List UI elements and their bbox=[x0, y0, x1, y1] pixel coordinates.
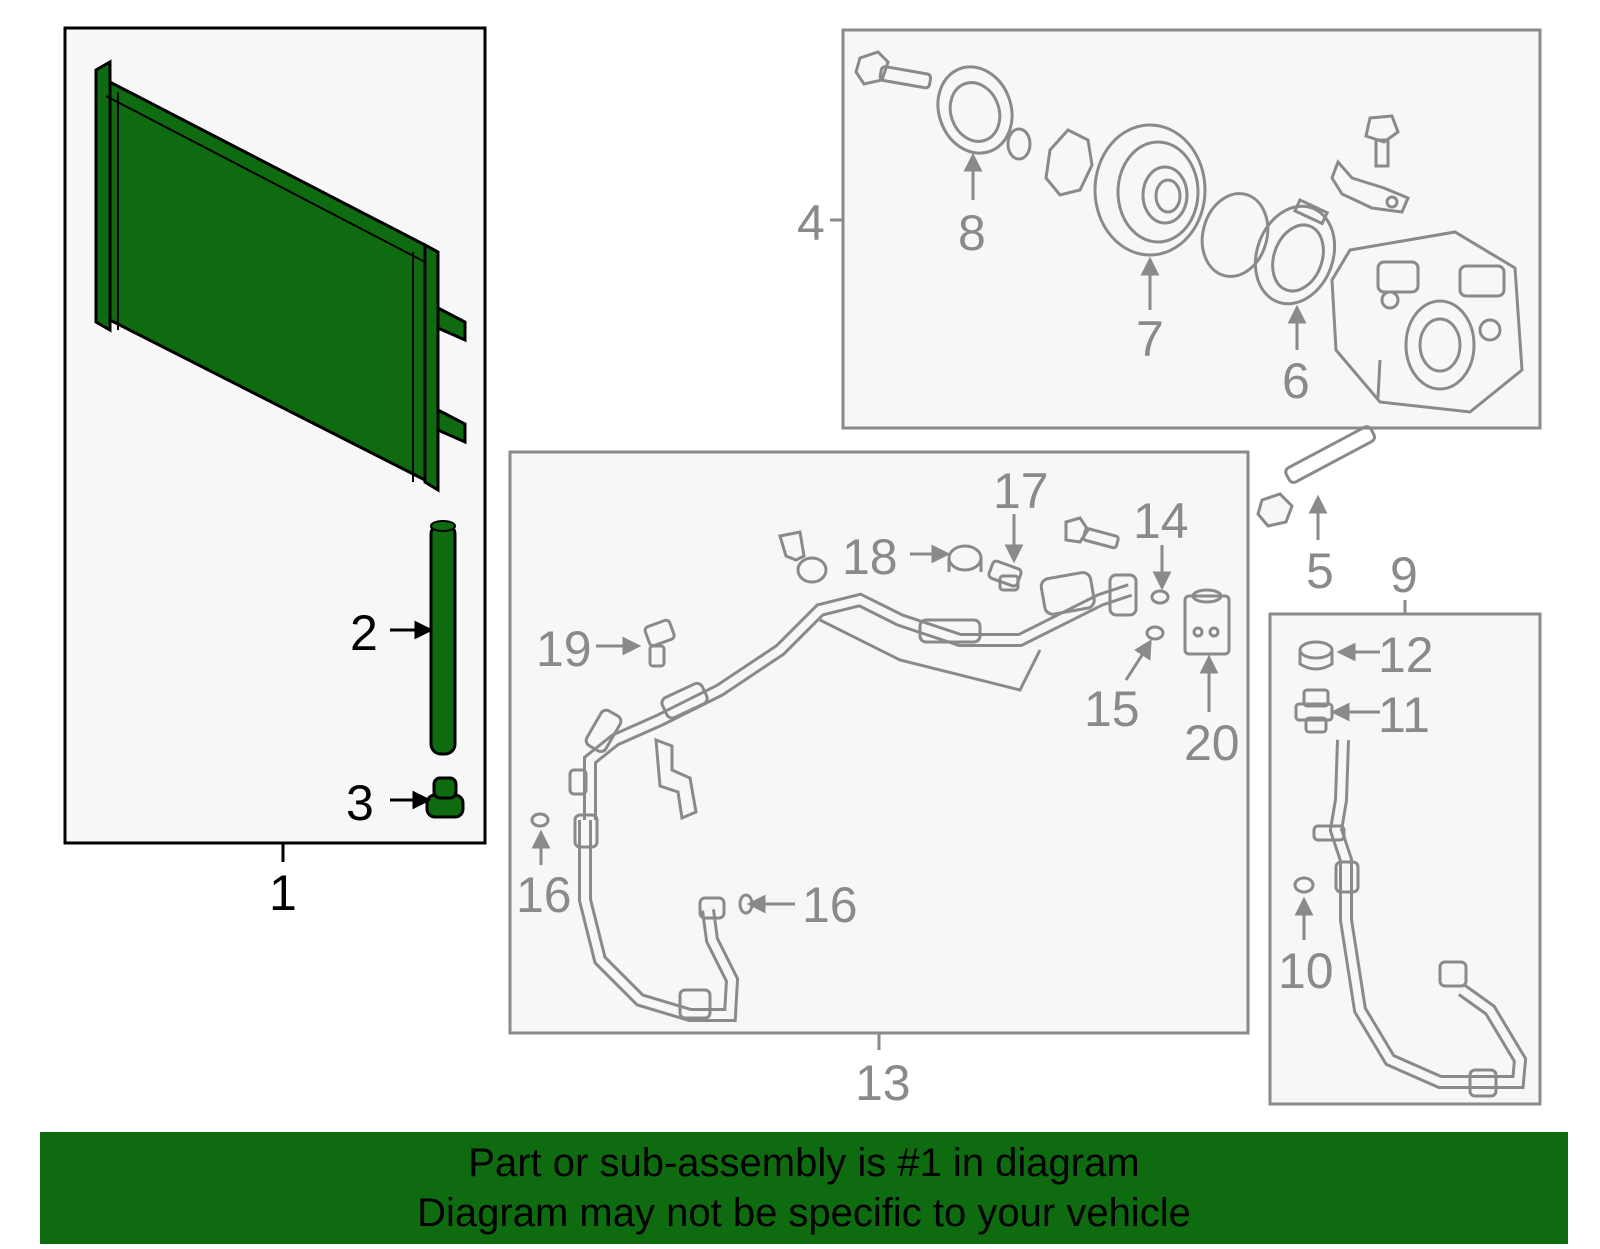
callout-1: 1 bbox=[269, 865, 297, 921]
cap-12-part[interactable] bbox=[1298, 640, 1334, 671]
callout-14: 14 bbox=[1133, 493, 1189, 549]
suction-hose-part[interactable] bbox=[573, 813, 740, 1022]
plug-part[interactable] bbox=[425, 776, 465, 819]
callout-12: 12 bbox=[1378, 627, 1434, 683]
desiccant-tube-part[interactable] bbox=[429, 520, 457, 756]
hose-bracket-part[interactable] bbox=[654, 737, 698, 821]
snap-ring-part[interactable] bbox=[1193, 186, 1277, 284]
discharge-hose-part[interactable] bbox=[568, 571, 1138, 820]
callout-9: 9 bbox=[1390, 547, 1418, 603]
liquid-line-part[interactable] bbox=[1312, 739, 1528, 1098]
valve-core-part[interactable] bbox=[987, 559, 1023, 592]
condenser-part[interactable] bbox=[94, 59, 467, 493]
callout-18: 18 bbox=[842, 529, 898, 585]
o-ring-10-part[interactable] bbox=[1293, 876, 1315, 894]
compressor-screw-part[interactable] bbox=[1364, 114, 1400, 168]
pressure-plate-part[interactable] bbox=[926, 56, 1032, 163]
pulley-part[interactable] bbox=[1093, 123, 1207, 257]
info-banner: Part or sub-assembly is #1 in diagram Di… bbox=[40, 1132, 1568, 1244]
group-5-bolt: 5 bbox=[1256, 425, 1377, 599]
callout-4: 4 bbox=[797, 195, 825, 251]
pressure-switch-part[interactable] bbox=[643, 618, 676, 668]
clip-part[interactable] bbox=[778, 530, 828, 584]
o-ring-15-part[interactable] bbox=[1145, 625, 1165, 641]
callout-7: 7 bbox=[1136, 311, 1164, 367]
group-4-box bbox=[841, 28, 1542, 430]
shim-part[interactable] bbox=[1044, 128, 1094, 197]
callout-19: 19 bbox=[536, 621, 592, 677]
field-coil-part[interactable] bbox=[1242, 195, 1348, 315]
banner-line-2: Diagram may not be specific to your vehi… bbox=[417, 1191, 1191, 1235]
callout-16-left: 16 bbox=[516, 867, 572, 923]
callout-6: 6 bbox=[1282, 353, 1310, 409]
callout-2: 2 bbox=[350, 605, 378, 661]
group-9-liquid-line: 9 bbox=[1268, 547, 1542, 1106]
group-13-hose-assembly: 13 bbox=[508, 450, 1250, 1111]
o-ring-14-part[interactable] bbox=[1150, 589, 1170, 605]
cap-part[interactable] bbox=[947, 544, 983, 572]
callout-13: 13 bbox=[855, 1055, 911, 1111]
group-4-compressor: 4 bbox=[797, 28, 1542, 430]
callout-10: 10 bbox=[1278, 943, 1334, 999]
expansion-valve-part[interactable] bbox=[1183, 588, 1231, 656]
hose-bolt-part[interactable] bbox=[1064, 516, 1120, 550]
callout-20: 20 bbox=[1184, 715, 1240, 771]
callout-5: 5 bbox=[1306, 543, 1334, 599]
o-ring-16a-part[interactable] bbox=[530, 812, 550, 828]
callout-16-right: 16 bbox=[802, 877, 858, 933]
group-1-leaders bbox=[281, 620, 434, 862]
callout-8: 8 bbox=[958, 205, 986, 261]
callout-3: 3 bbox=[346, 775, 374, 831]
mounting-bolt-part[interactable] bbox=[1256, 425, 1377, 528]
compressor-bracket-part[interactable] bbox=[1330, 159, 1410, 214]
callout-11: 11 bbox=[1378, 687, 1430, 743]
callout-17: 17 bbox=[993, 463, 1049, 519]
group-1-condenser-assembly: 2 3 1 bbox=[63, 26, 487, 921]
compressor-body-part[interactable] bbox=[1330, 230, 1524, 414]
banner-line-1: Part or sub-assembly is #1 in diagram bbox=[468, 1141, 1140, 1185]
compressor-bolt-part[interactable] bbox=[854, 50, 933, 90]
group-13-box bbox=[508, 450, 1250, 1035]
callout-15: 15 bbox=[1084, 681, 1140, 737]
